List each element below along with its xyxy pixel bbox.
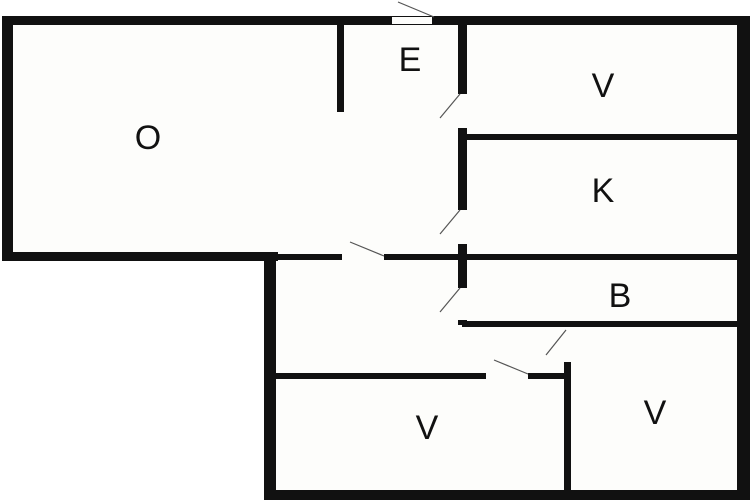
door-e-v [439,93,461,119]
room-labels: O E V K B V V [135,41,667,447]
doors [349,1,567,375]
door-hall-b [439,287,461,313]
door-o-hall [349,241,385,257]
room-label-v-top: V [592,67,615,105]
room-label-o: O [135,119,161,157]
wall-o-e-partition [337,20,344,112]
wall-left [2,16,13,261]
wall-vertical-center [458,20,467,325]
room-label-e: E [399,41,422,79]
room-label-v-bottom-right: V [644,394,667,432]
door-hall-k [439,209,461,235]
door-hall-v-right [545,329,567,356]
wall-mid-bottom-left [2,252,278,261]
wall-hall-v [270,373,486,379]
door-hall-v [493,359,529,375]
room-label-k: K [592,172,615,210]
wall-o-hall [270,254,342,260]
wall-k-b [384,254,742,260]
door-entrance [397,1,435,18]
room-label-b: B [609,277,632,315]
door-gaps [342,17,571,379]
walls [2,16,750,500]
wall-v-v [564,362,571,494]
wall-top [2,16,748,25]
room-label-v-bottom-left: V [416,409,439,447]
wall-hall-v-right [528,373,568,379]
wall-b-bottom [462,321,742,327]
wall-v-k [462,134,742,140]
wall-bottom [264,490,750,500]
